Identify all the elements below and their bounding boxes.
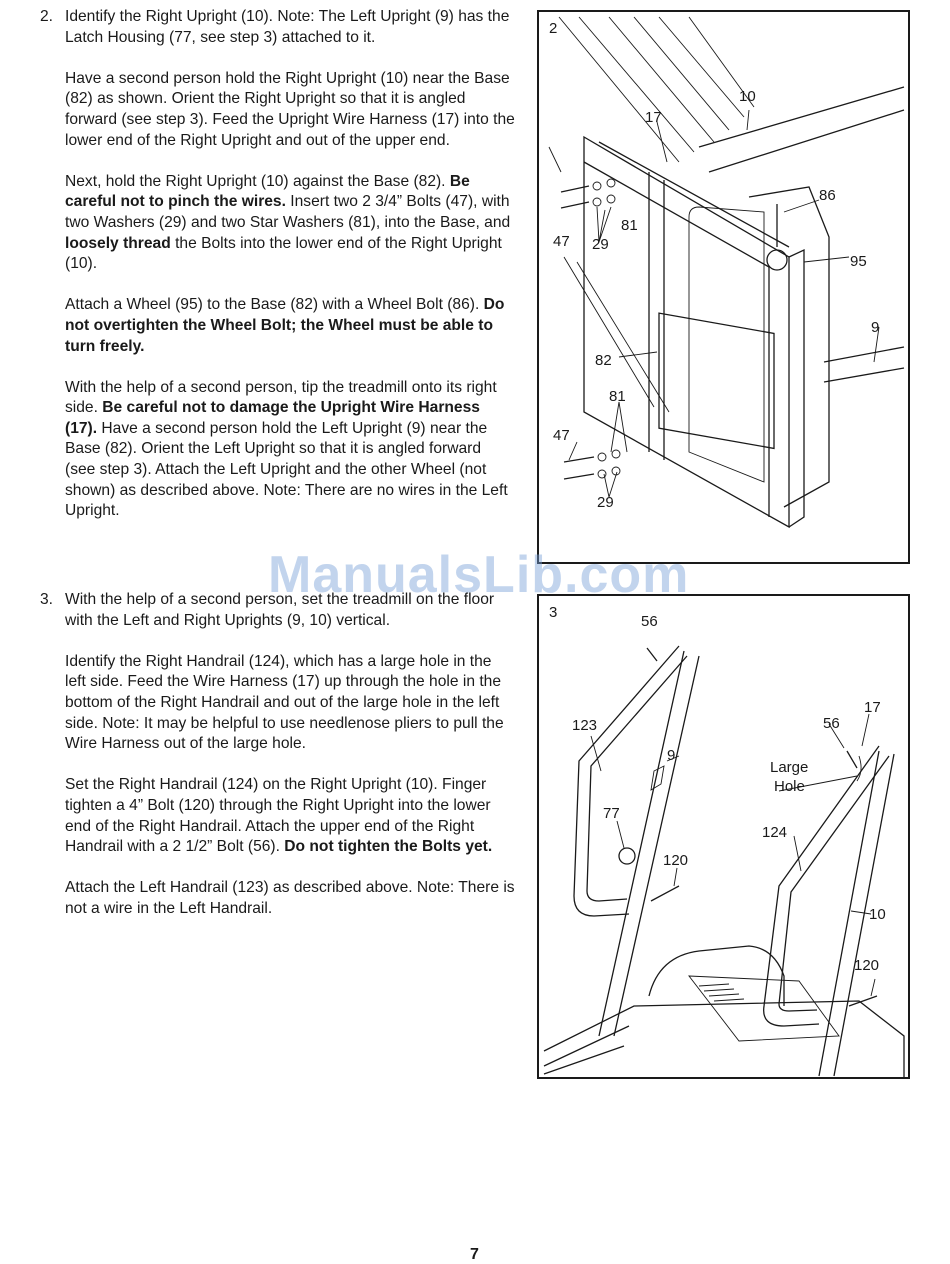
- label-29-top: 29: [592, 236, 609, 253]
- base-side: [768, 248, 805, 528]
- text: With the help of a second person, tip th…: [65, 378, 497, 417]
- callout-leaders: [590, 713, 876, 997]
- motor-vents: [698, 983, 745, 1002]
- page-number: 7: [470, 1246, 479, 1263]
- upright-tube-lines: [558, 16, 755, 163]
- step-number: 3.: [40, 591, 54, 608]
- label-56-left: 56: [641, 613, 658, 630]
- bolts-47-top: [560, 185, 590, 209]
- label-17: 17: [864, 699, 881, 716]
- label-9: 9: [667, 747, 675, 764]
- step-3-paragraph-1: With the help of a second person, set th…: [65, 591, 495, 629]
- belt-area: [688, 975, 840, 1042]
- step-2-paragraph-1: Identify the Right Upright (10). Note: T…: [65, 8, 510, 46]
- label-29-bottom: 29: [597, 494, 614, 511]
- label-86: 86: [819, 187, 836, 204]
- watermark: ManualsLib.com: [268, 546, 690, 604]
- text: the Bolts into the lower end of the Righ…: [65, 234, 502, 273]
- label-82: 82: [595, 352, 612, 369]
- step-3-paragraph-3: Set the Right Handrail (124) on the Righ…: [65, 775, 515, 857]
- warning-text: Do not overtighten the Wheel Bolt; the W…: [65, 296, 505, 355]
- figure-3-drawing: 56 123 9 77 120 17 56 Large Hole 124 10 …: [543, 613, 905, 1077]
- step-2-paragraph-5: With the help of a second person, tip th…: [65, 378, 515, 522]
- base-rail: [648, 172, 665, 460]
- wire-harness-17: [856, 755, 862, 782]
- label-81-top: 81: [621, 217, 638, 234]
- motor-hood: [648, 945, 785, 1006]
- figure-2: 10 17 86 95 9 47 29 81 82 81 47 29 2: [537, 10, 910, 564]
- text: Insert two 2 3/4” Bolts (47), with two W…: [65, 193, 511, 231]
- warning-text: Do not tighten the Bolts yet.: [284, 838, 493, 856]
- deck-panel: [688, 206, 765, 483]
- step-2-paragraph-4: Attach a Wheel (95) to the Base (82) wit…: [65, 295, 515, 357]
- bolts-120: [650, 885, 878, 1007]
- step-number: 2.: [40, 8, 54, 25]
- wheel-95: [766, 249, 788, 271]
- bolts-56: [646, 647, 858, 769]
- step-3-paragraph-2: Identify the Right Handrail (124), which…: [65, 652, 504, 753]
- label-95: 95: [850, 253, 867, 270]
- step-2-paragraph-2: Have a second person hold the Right Upri…: [65, 69, 515, 149]
- label-10: 10: [869, 906, 886, 923]
- figure-2-drawing: 10 17 86 95 9 47 29 81 82 81 47 29: [548, 16, 905, 529]
- label-124: 124: [762, 824, 787, 841]
- motor-hood: [748, 186, 830, 508]
- label-120-right: 120: [854, 957, 879, 974]
- label-47-bottom: 47: [553, 427, 570, 444]
- left-tube-lines: [548, 146, 670, 413]
- washer: [592, 181, 602, 191]
- figure-3: 56 123 9 77 120 17 56 Large Hole 124 10 …: [537, 594, 910, 1079]
- upright-9-tube: [823, 346, 905, 383]
- treadmill-deck: [543, 1000, 905, 1077]
- star-washer: [611, 449, 621, 459]
- figure-number: 3: [549, 604, 558, 621]
- text: Next, hold the Right Upright (10) agains…: [65, 172, 450, 190]
- text: Attach a Wheel (95) to the Base (82) wit…: [65, 296, 484, 314]
- washer: [597, 469, 607, 479]
- base-crossbar: [583, 141, 790, 268]
- label-large: Large: [770, 759, 808, 776]
- text: Have a second person hold the Left Uprig…: [65, 419, 508, 520]
- callout-leaders: [568, 109, 880, 498]
- step-2-body: Identify the Right Upright (10). Note: T…: [65, 7, 515, 542]
- label-10: 10: [739, 88, 756, 105]
- label-81-bottom: 81: [609, 388, 626, 405]
- right-handrail-124: [763, 745, 890, 1027]
- right-upright-10: [818, 750, 895, 1077]
- step-2-paragraph-3: Next, hold the Right Upright (10) agains…: [65, 172, 515, 275]
- upright-10-tube: [698, 86, 905, 173]
- warning-text: Be careful not to pinch the wires.: [65, 172, 470, 211]
- star-washer: [606, 194, 616, 204]
- step-3-paragraph-4: Attach the Left Handrail (123) as descri…: [65, 879, 515, 917]
- text: Set the Right Handrail (124) on the Righ…: [65, 776, 491, 856]
- warning-text: Be careful not to damage the Upright Wir…: [65, 399, 480, 437]
- star-washer: [606, 178, 616, 188]
- left-upright-9: [598, 650, 700, 1037]
- label-9: 9: [871, 319, 879, 336]
- label-120-left: 120: [663, 852, 688, 869]
- label-77: 77: [603, 805, 620, 822]
- bolts-47-bottom: [563, 456, 595, 480]
- step-3-body: With the help of a second person, set th…: [65, 590, 515, 940]
- label-17: 17: [645, 109, 662, 126]
- washer: [592, 197, 602, 207]
- label-123: 123: [572, 717, 597, 734]
- left-handrail-123: [573, 645, 688, 917]
- label-47-top: 47: [553, 233, 570, 250]
- figure-number: 2: [549, 20, 558, 37]
- latch-housing-77: [618, 847, 636, 865]
- bracket: [650, 765, 665, 791]
- emphasis-text: loosely thread: [65, 234, 171, 252]
- washer: [597, 452, 607, 462]
- label-56-right: 56: [823, 715, 840, 732]
- label-hole: Hole: [774, 778, 805, 795]
- base-plate: [658, 312, 775, 450]
